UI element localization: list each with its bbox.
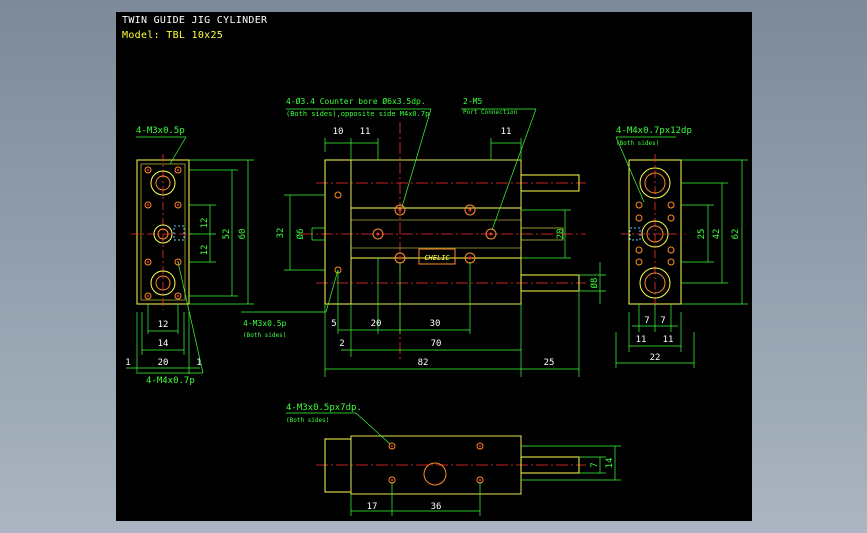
dim-32: 32 [276,228,286,239]
dim-25: 25 [544,358,555,368]
dim-30: 30 [430,319,441,329]
dim-60: 60 [238,229,248,240]
label-left-m4: 4-M4x0.7p [146,376,195,386]
dim-11-right: 11 [501,127,512,137]
bottom-view: 7 14 17 36 4-M3x0.5px7dp. (Both sides) [286,403,621,516]
label-counter-bore: 4-Ø3.4 Counter bore Ø6x3.5dp. [286,96,426,106]
dim-width-20: 20 [158,358,169,368]
model-label: Model: TBL 10x25 [122,30,224,41]
label-counter-bore-sub: (Both sides),opposite side M4x0.7p [286,110,429,118]
dim-1-left: 1 [125,358,130,368]
dim-diameter-8: Ø8 [589,278,600,289]
label-port: 2-M5 [463,97,482,106]
label-port-sub: Port Connection [463,109,518,116]
dim-20: 20 [371,319,382,329]
dim-10: 10 [333,127,344,137]
dim-12-lower: 12 [200,245,210,256]
dim-width-14: 14 [158,339,169,349]
dim-right-25: 25 [697,229,707,240]
front-view: CHELIC [241,96,606,377]
dim-width-12: 12 [158,320,169,330]
right-end-view: 25 42 62 7 7 11 11 22 4-M4x0.7px12dp (Bo… [615,126,748,368]
dim-right-62: 62 [731,229,741,240]
cad-drawing: 12 12 52 60 12 14 20 1 1 4-M3x0.5p 4-M4x… [125,96,748,516]
dim-right-11-left: 11 [636,335,647,345]
brand-label: CHELIC [424,254,450,262]
label-right-m4-sub: (Both sides) [616,140,659,147]
dim-2: 2 [339,339,344,349]
dim-bottom-14: 14 [605,458,615,469]
dim-5: 5 [331,319,336,329]
label-bottom-m3: 4-M3x0.5px7dp. [286,403,362,413]
left-end-view: 12 12 52 60 12 14 20 1 1 4-M3x0.5p 4-M4x… [125,126,254,386]
dim-bottom-36: 36 [431,502,442,512]
label-right-m4: 4-M4x0.7px12dp [616,126,692,136]
dim-right-7-right: 7 [660,316,665,326]
label-left-m3: 4-M3x0.5p [136,126,185,136]
dim-1-right: 1 [196,358,201,368]
label-bottom-m3-sub: (Both sides) [286,417,329,424]
drawing-sheet: TWIN GUIDE JIG CYLINDER Model: TBL 10x25 [116,12,752,521]
dim-82: 82 [418,358,429,368]
dim-12-upper: 12 [200,218,210,229]
dim-right-7-left: 7 [644,316,649,326]
dim-11-left: 11 [360,127,371,137]
dim-right-22: 22 [650,353,661,363]
label-front-m3: 4-M3x0.5p [243,319,287,328]
dim-bottom-7: 7 [590,462,600,467]
dim-right-42: 42 [712,229,722,240]
label-front-m3-sub: (Both sides) [243,332,286,339]
dim-20-vertical: 20 [556,229,566,240]
dim-diameter-6: Ø6 [295,229,306,240]
dim-52: 52 [222,229,232,240]
dim-right-11-right: 11 [663,335,674,345]
dim-70: 70 [431,339,442,349]
dim-bottom-17: 17 [367,502,378,512]
drawing-title: TWIN GUIDE JIG CYLINDER [122,15,268,26]
